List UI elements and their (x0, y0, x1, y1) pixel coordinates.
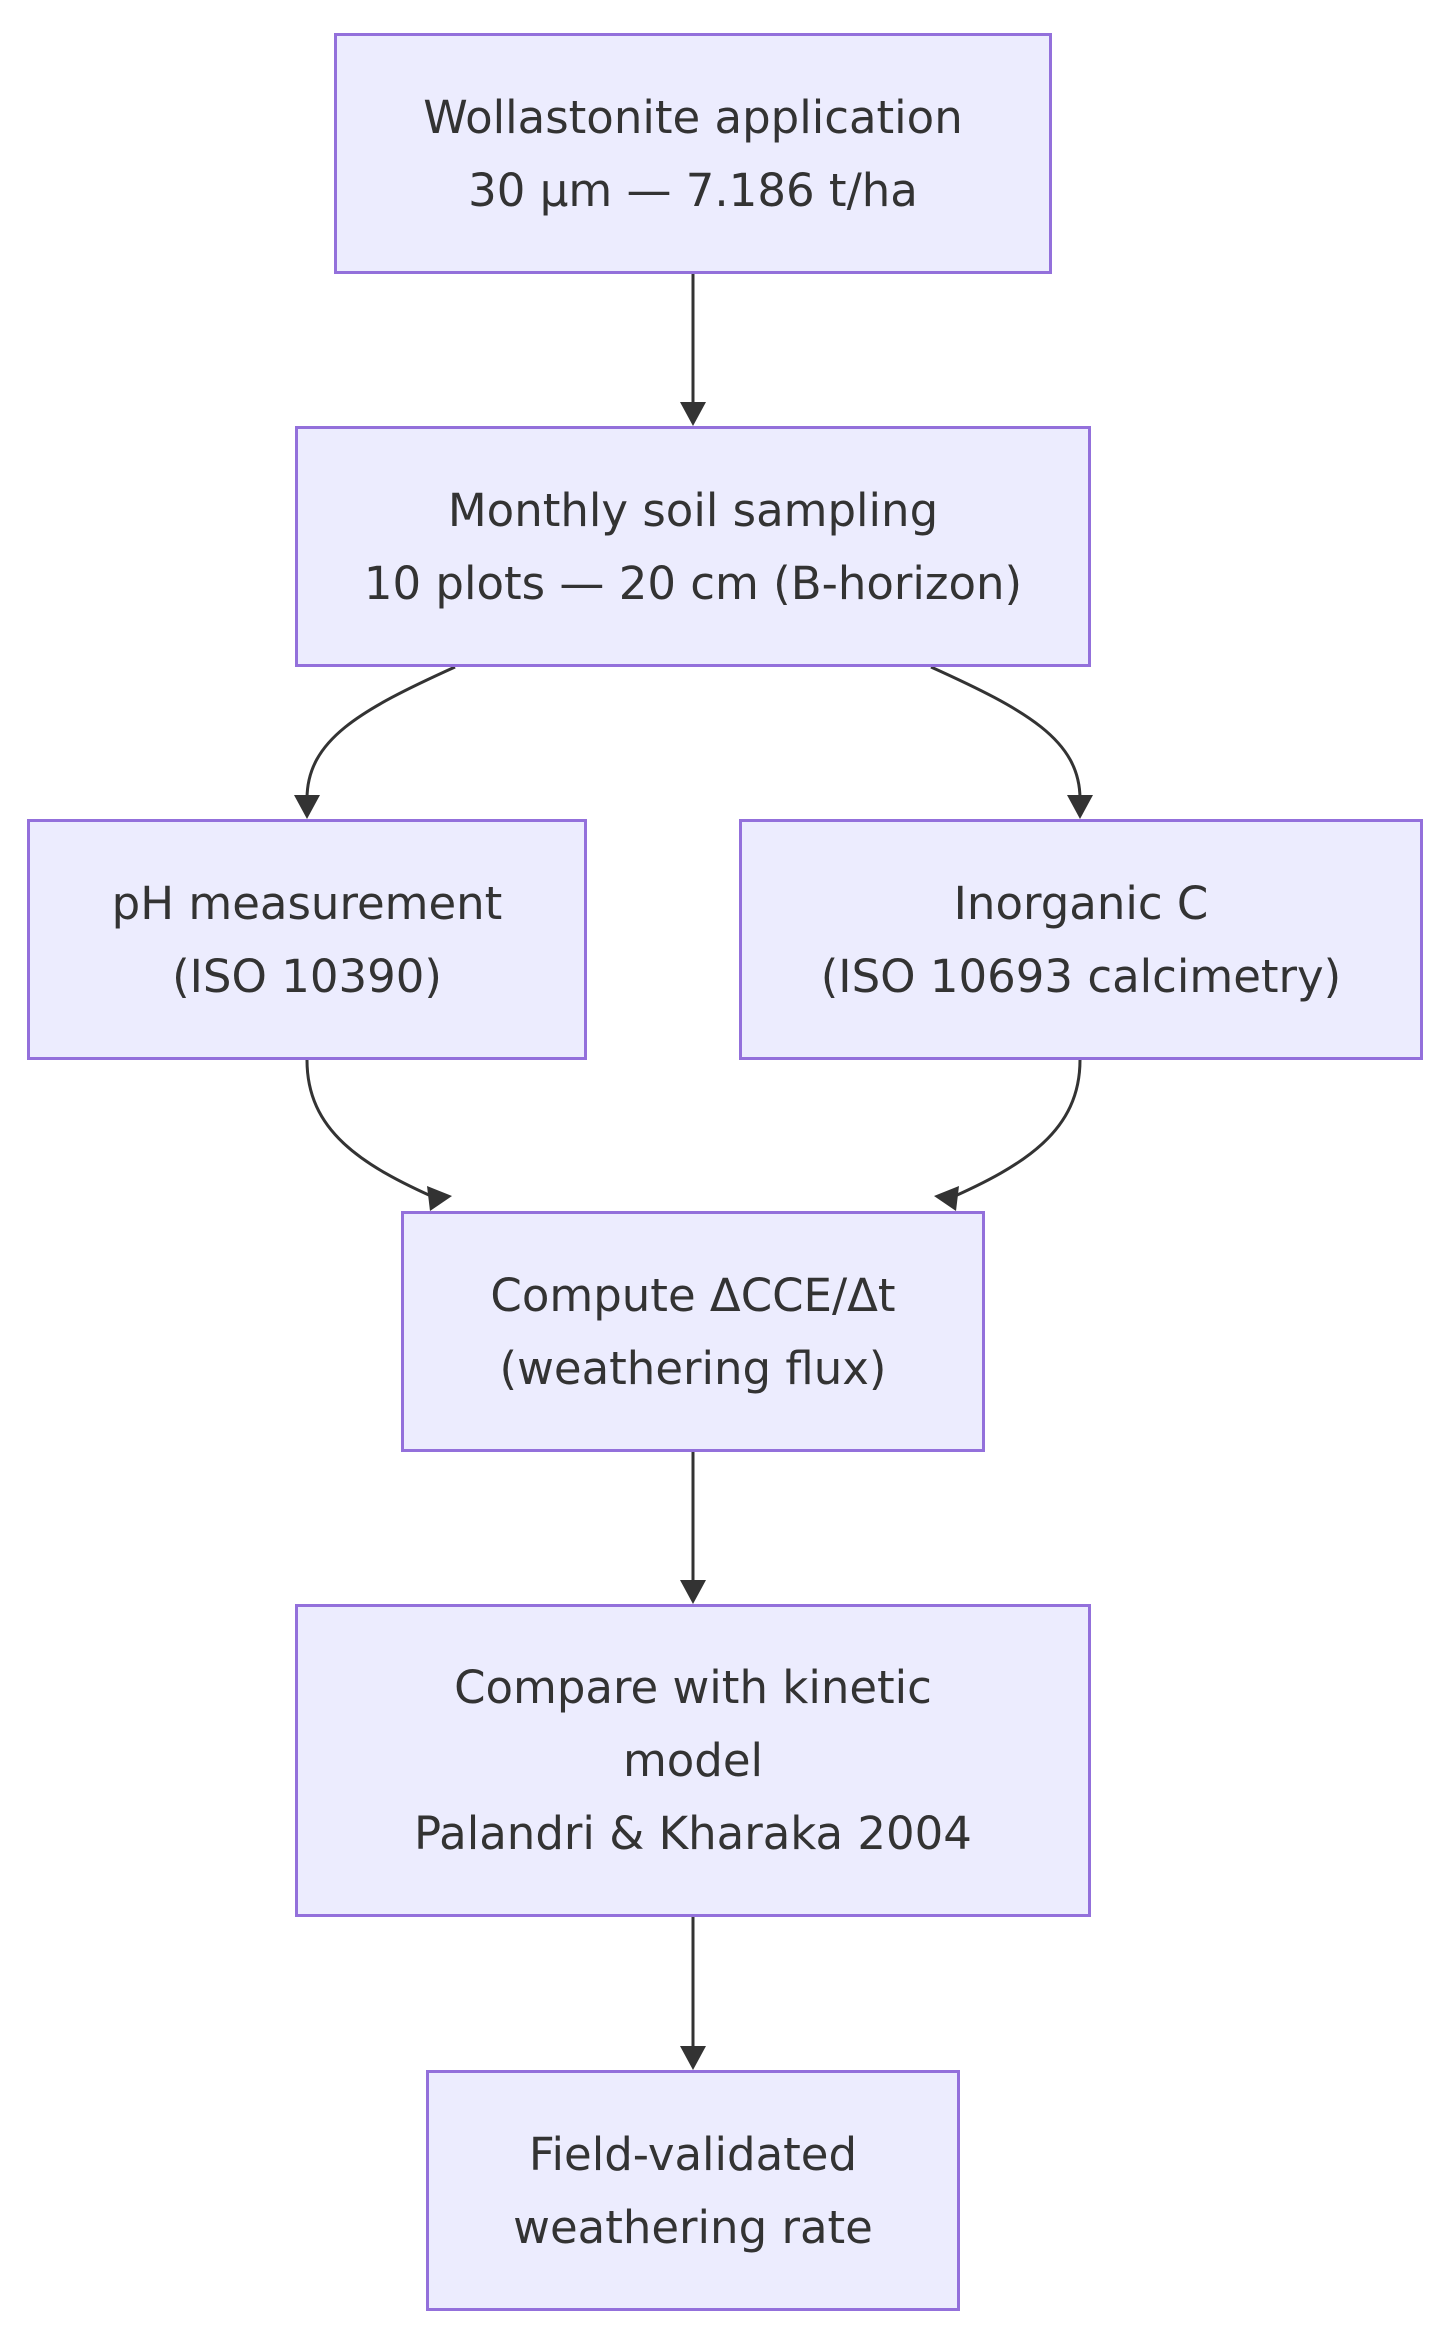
node-compare-kinetic-model: Compare with kinetic model Palandri & Kh… (295, 1604, 1091, 1917)
node-field-validated-weathering-rate: Field-validated weathering rate (426, 2070, 960, 2311)
node-text-line: Wollastonite application (423, 90, 963, 144)
edge-inorganic-c-to-compute (934, 1059, 1082, 1211)
edge-ph-to-compute (305, 1059, 452, 1211)
node-text-line: 10 plots — 20 cm (B-horizon) (363, 556, 1023, 610)
edge-application-to-sampling (680, 274, 706, 426)
node-text-line: pH measurement (111, 876, 503, 930)
edge-compute-to-compare (680, 1452, 706, 1604)
node-compute-weathering-flux: Compute ΔCCE/Δt (weathering flux) (401, 1211, 985, 1452)
node-text-line: Field-validated (528, 2127, 858, 2181)
node-text-line: Inorganic C (953, 876, 1209, 930)
node-monthly-soil-sampling: Monthly soil sampling 10 plots — 20 cm (… (295, 426, 1091, 667)
node-inorganic-c: Inorganic C (ISO 10693 calcimetry) (739, 819, 1423, 1060)
node-text-line: (ISO 10693 calcimetry) (820, 949, 1342, 1003)
node-text-line: Compute ΔCCE/Δt (490, 1268, 896, 1322)
node-text-line: Monthly soil sampling (447, 483, 939, 537)
edge-sampling-to-inorganic-c (930, 665, 1093, 819)
node-wollastonite-application: Wollastonite application 30 µm — 7.186 t… (334, 33, 1052, 274)
edge-compare-to-result (680, 1917, 706, 2070)
node-text-line: (ISO 10390) (172, 949, 442, 1003)
node-text-line: model (622, 1734, 764, 1787)
node-text-line: Palandri & Kharaka 2004 (414, 1807, 972, 1860)
node-text-line: weathering rate (513, 2200, 873, 2254)
node-text-line: (weathering flux) (499, 1341, 887, 1395)
node-text-line: 30 µm — 7.186 t/ha (468, 163, 918, 217)
node-text-line: Compare with kinetic (454, 1661, 932, 1714)
edge-sampling-to-ph (294, 665, 456, 819)
node-ph-measurement: pH measurement (ISO 10390) (27, 819, 587, 1060)
